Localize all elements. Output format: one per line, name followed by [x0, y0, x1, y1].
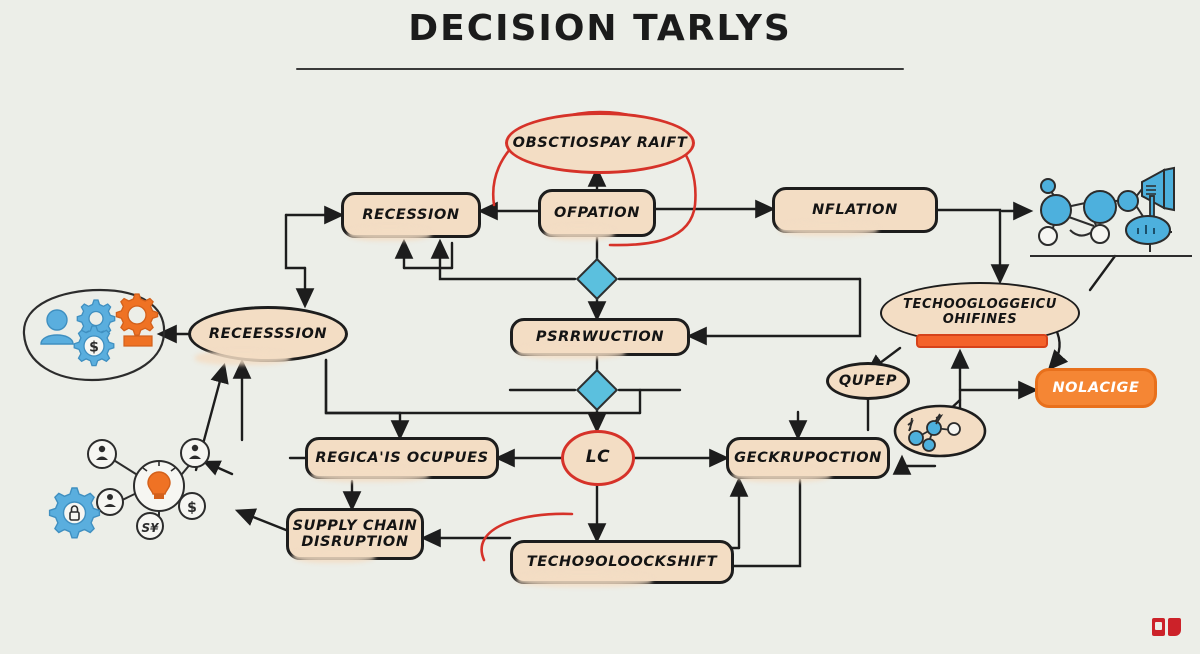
node-smudge: [733, 468, 831, 482]
node-label: PSRRWUCTION: [535, 328, 665, 345]
node-smudge: [312, 468, 429, 482]
node-smudge: [348, 227, 432, 241]
idea-network-cluster: $ S¥: [42, 426, 232, 548]
node-label: TECHO9OLOOCKSHIFT: [526, 553, 718, 570]
gears-and-person-icon: $: [22, 288, 166, 382]
node-smudge: [545, 226, 615, 240]
node-smudge: [517, 573, 653, 587]
node-label: OFPATION: [554, 204, 640, 221]
page-title: DECISION TARLYS: [408, 8, 792, 49]
node-techo9oloockshift[interactable]: TECHO9OLOOCKSHIFT: [510, 540, 734, 587]
node-label: REGICA'IS OCUPUES: [315, 449, 489, 466]
decision-diamond-lower[interactable]: [575, 368, 619, 412]
node-label: NFLATION: [812, 201, 898, 218]
node-nolacige[interactable]: NOLACIGE: [1035, 368, 1157, 408]
node-regicais-ocupues[interactable]: REGICA'IS OCUPUES: [305, 437, 499, 482]
node-lc[interactable]: LC: [561, 430, 635, 486]
logo-mark-icon: [1152, 618, 1182, 636]
node-label: LC: [585, 447, 611, 468]
logo-left-block: [1152, 618, 1165, 636]
node-label: RECEESSSION: [208, 325, 328, 342]
node-recession[interactable]: RECESSION: [341, 192, 481, 241]
title-divider: [296, 68, 904, 70]
svg-text:$: $: [187, 500, 197, 516]
node-qupep[interactable]: QUPEP: [826, 362, 910, 400]
idea-network-icon: $ S¥: [48, 438, 210, 540]
mini-network-icon: [893, 404, 987, 458]
node-label: NOLACIGE: [1052, 379, 1140, 396]
node-label: QUPEP: [838, 372, 898, 389]
node-label: TECHOOGLOGGEICU OHIFINES: [903, 297, 1057, 327]
title-bar: DECISION TARLYS: [0, 8, 1200, 49]
node-obsctiospay-raift[interactable]: OBSCTIOSPAY RAIFT: [505, 112, 695, 174]
molecule-megaphone-icon: [1030, 166, 1192, 257]
molecule-megaphone-cluster: [1022, 160, 1200, 276]
svg-text:$: $: [89, 340, 99, 356]
mini-network-ellipse: [892, 400, 988, 466]
gears-and-person-cluster: $: [14, 282, 174, 392]
node-label: OBSCTIOSPAY RAIFT: [512, 134, 688, 151]
node-label: SUPPLY CHAIN DISRUPTION: [292, 517, 418, 550]
node-label: RECESSION: [362, 206, 460, 223]
node-label: GECKRUPOCTION: [734, 449, 882, 466]
node-nflation[interactable]: NFLATION: [772, 187, 938, 236]
highlight-bar: [916, 334, 1048, 348]
node-ofpation[interactable]: OFPATION: [538, 189, 656, 240]
node-psrrwuction[interactable]: PSRRWUCTION: [510, 318, 690, 359]
node-smudge: [293, 549, 375, 563]
node-supply-chain-disruption[interactable]: SUPPLY CHAIN DISRUPTION: [286, 508, 424, 563]
node-smudge: [779, 222, 879, 236]
node-geckrupoction[interactable]: GECKRUPOCTION: [726, 437, 890, 482]
logo-dot: [1155, 622, 1162, 630]
decision-diamond-upper[interactable]: [575, 257, 619, 301]
node-smudge: [517, 345, 625, 359]
node-receesssion[interactable]: RECEESSSION: [188, 306, 348, 365]
logo-right-block: [1168, 618, 1181, 636]
svg-text:S¥: S¥: [142, 521, 161, 535]
node-smudge: [195, 351, 291, 365]
